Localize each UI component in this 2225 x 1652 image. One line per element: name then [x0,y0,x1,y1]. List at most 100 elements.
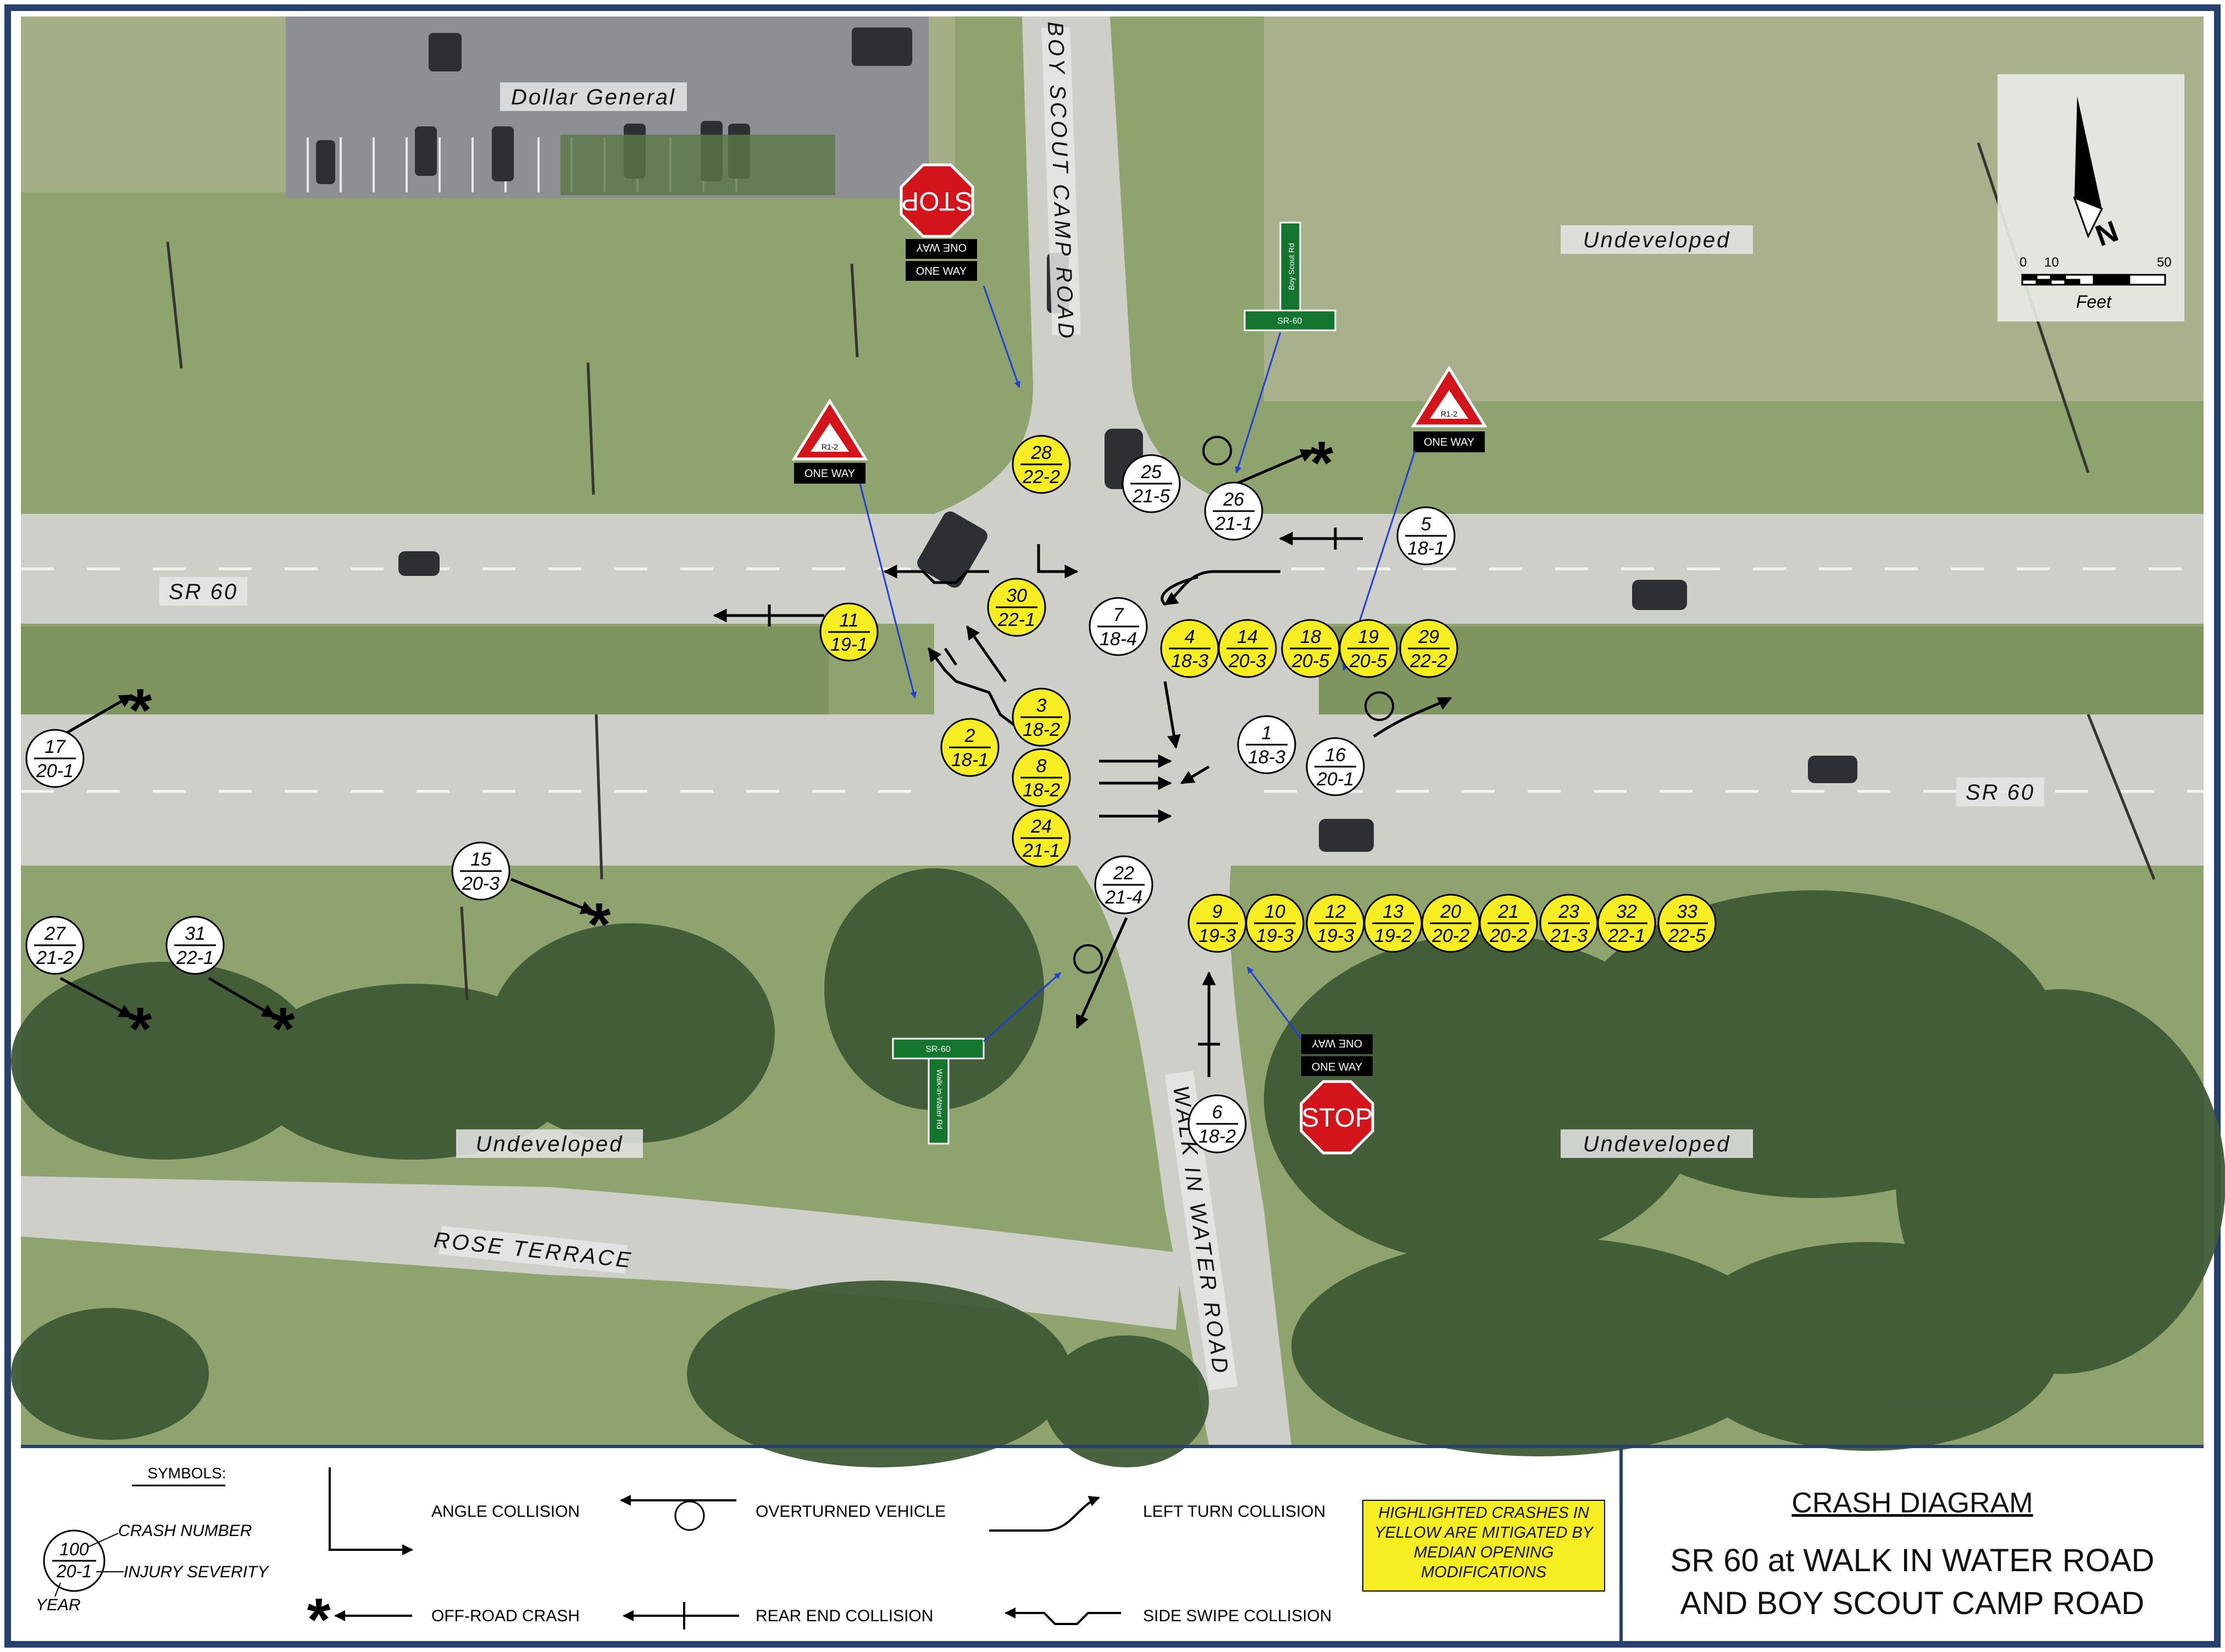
crash-severity: 21-5 [1132,486,1170,507]
north-arrow-icon [2074,96,2102,209]
undeveloped-label-sw: Undeveloped [476,1132,624,1156]
symbols-title: SYMBOLS: [147,1465,226,1482]
crash-number: 32 [1616,901,1637,922]
tree-cover [11,868,2225,1467]
median [21,627,829,714]
crash-severity: 22-1 [1607,925,1645,946]
crash-severity: 21-3 [1550,925,1588,946]
one-way-label: ONE WAY [804,468,855,480]
crash-marker-1: 118-3 [1237,715,1296,774]
crash-marker-9: 919-3 [1188,894,1247,953]
crash-number: 27 [44,923,66,944]
guide-sr60: SR-60 [925,1045,950,1054]
crash-number: 20 [1440,901,1461,922]
guide-boy-scout: Boy Scout Rd [1287,243,1296,290]
sr60-label-east: SR 60 [1966,780,2035,805]
undeveloped-label-ne: Undeveloped [1583,228,1731,252]
crash-number: 13 [1383,901,1403,922]
crash-severity: 21-1 [1022,840,1060,861]
svg-text:*: * [1310,429,1334,497]
crash-number: 29 [1418,627,1439,647]
crash-severity: 18-2 [1023,780,1060,801]
crash-number: 6 [1212,1102,1223,1123]
crash-marker-24: 24 21-1 [1012,808,1071,868]
sign-stop-north: STOP ONE WAY ONE WAY [900,163,977,281]
crash-severity: 21-2 [36,947,74,968]
crash-number: 21 [1497,901,1519,922]
off-road-icon: * [307,1586,331,1652]
svg-text:*: * [271,995,295,1063]
crash-marker-27: 27 21-2 [25,916,85,975]
legend: SYMBOLS: 100 20-1 CRASH NUMBER INJURY SE… [21,1445,2204,1652]
crash-marker-20: 20 20-2 [1421,894,1480,953]
legend-off-road: OFF-ROAD CRASH [431,1607,580,1625]
legend-key-num: 100 [59,1539,89,1559]
crash-marker-6: 618-2 [1188,1094,1247,1154]
legend-angle: ANGLE COLLISION [431,1503,580,1521]
lane-markings [21,567,2204,793]
legend-year: YEAR [36,1596,81,1614]
scale-50: 50 [2157,255,2172,270]
subtitle-line-2: AND BOY SCOUT CAMP ROAD [1680,1586,2145,1621]
one-way-label: ONE WAY [1312,1061,1362,1073]
crash-number: 22 [1113,863,1134,884]
crash-number: 7 [1113,605,1124,625]
stop-sign-label: STOP [901,186,973,215]
side-swipe-icon [1005,1607,1121,1625]
sr60-label-west: SR 60 [169,580,238,604]
crash-severity: 18-2 [1023,719,1060,740]
crash-severity: 20-2 [1431,925,1469,946]
legend-key-sev: 20-1 [56,1561,92,1581]
legend-injury-severity: INJURY SEVERITY [124,1563,269,1581]
legend-side-swipe: SIDE SWIPE COLLISION [1143,1607,1331,1625]
highlight-note: HIGHLIGHTED CRASHES IN YELLOW ARE MITIGA… [1374,1504,1593,1581]
dollar-general-label: Dollar General [511,85,676,109]
crash-severity: 20-2 [1489,925,1527,946]
crash-marker-30: 30 22-1 [987,578,1046,637]
yield-code: R1-2 [822,442,839,451]
crash-marker-4: 418-3 [1160,619,1219,678]
crash-number: 10 [1264,901,1285,922]
crash-marker-21: 21 20-2 [1479,894,1538,953]
crash-severity: 18-4 [1100,629,1137,650]
yield-code: R1-2 [1441,409,1458,418]
aerial-map [11,16,2225,1467]
crash-severity: 18-3 [1248,747,1285,768]
crash-severity: 22-1 [176,947,214,968]
crash-severity: 19-3 [1198,925,1236,946]
crash-number: 11 [839,610,858,631]
crash-severity: 19-3 [1256,925,1294,946]
scale-0: 0 [2019,255,2027,270]
crash-severity: 19-3 [1317,925,1354,946]
off-road-crash-icons: * * * * * [129,429,1334,1063]
crash-number: 12 [1325,901,1346,922]
crash-severity: 20-1 [1316,769,1354,790]
crash-marker-5: 518-1 [1396,506,1456,566]
one-way-label: ONE WAY [916,241,967,253]
legend-crash-number: CRASH NUMBER [118,1522,252,1540]
diagram-subtitle: SR 60 at WALK IN WATER ROAD AND BOY SCOU… [1621,1539,2204,1625]
diagram-heading: CRASH DIAGRAM [1791,1487,2033,1519]
crash-number: 3 [1036,695,1047,716]
crash-severity: 22-1 [997,609,1035,630]
crash-number: 24 [1030,816,1052,837]
crash-number: 30 [1006,585,1027,606]
sign-yield-west: R1-2 ONE WAY [791,398,868,484]
sign-leaders [859,285,1416,1043]
crash-number: 14 [1237,627,1258,647]
crash-number: 5 [1421,514,1431,535]
crash-marker-2: 218-1 [940,718,1000,777]
title-block: CRASH DIAGRAM SR 60 at WALK IN WATER ROA… [1621,1448,2204,1643]
